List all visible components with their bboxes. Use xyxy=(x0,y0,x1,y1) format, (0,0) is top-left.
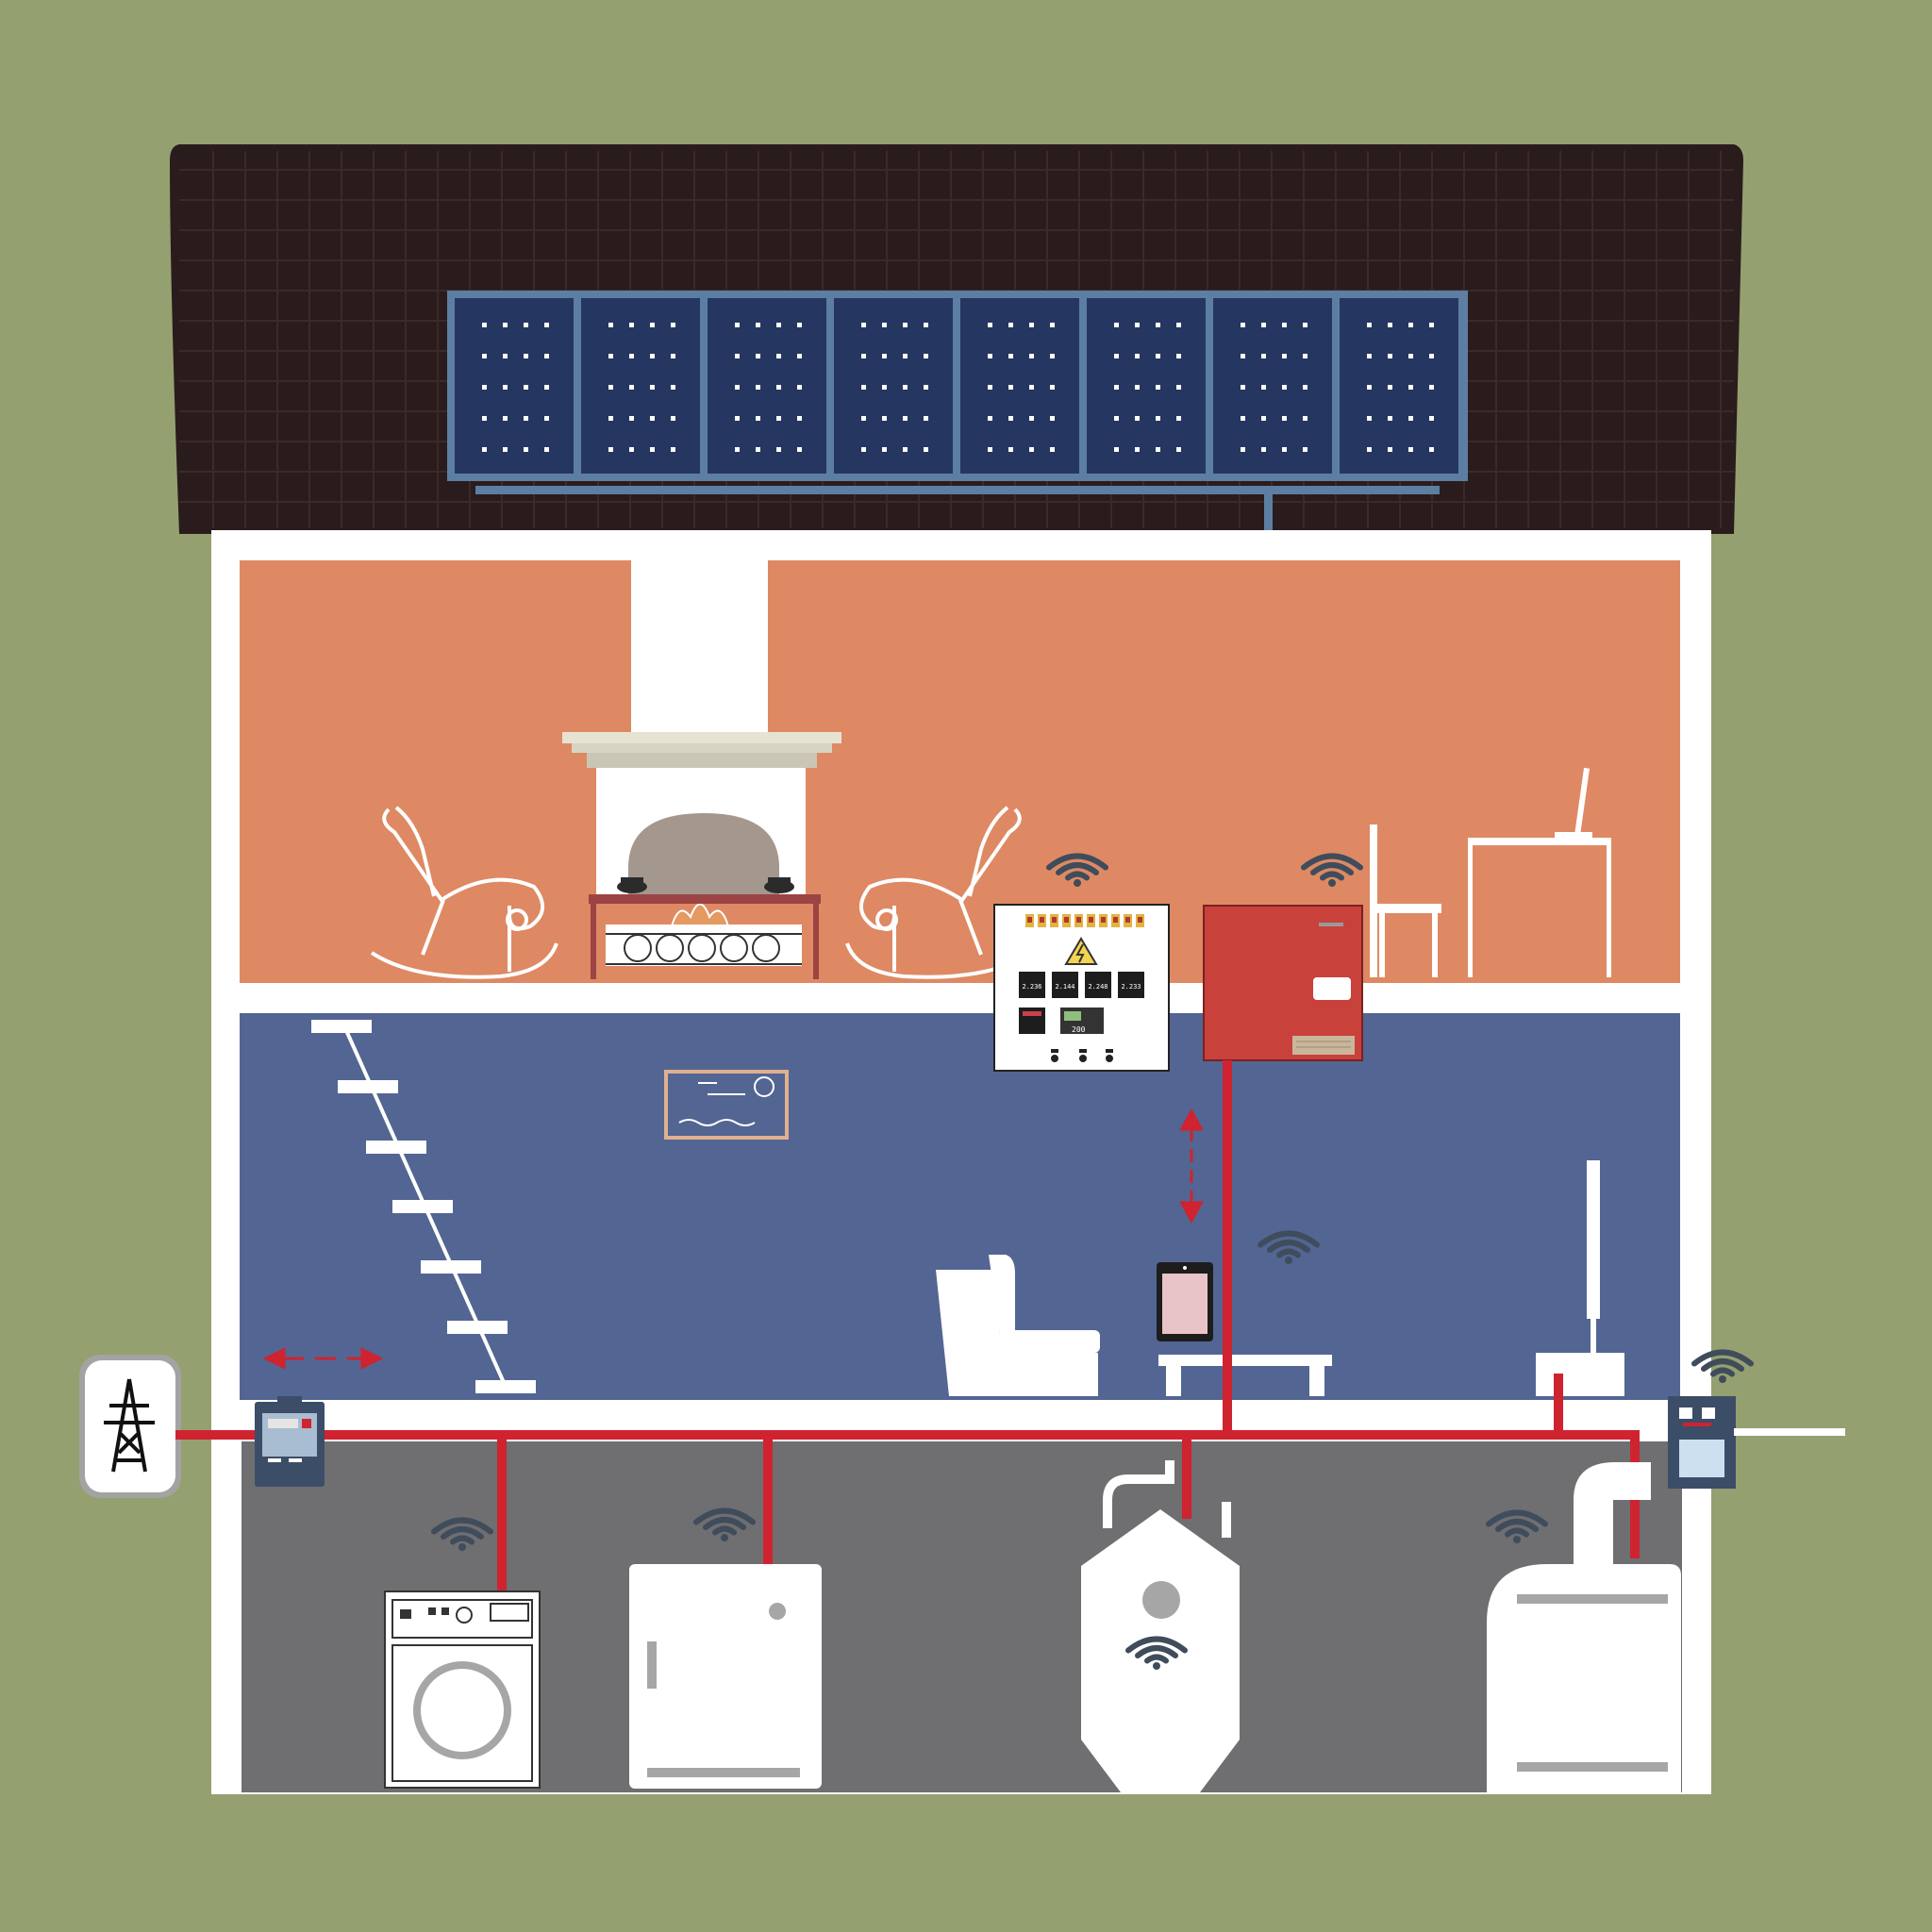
readout-1: 2.236 xyxy=(1019,972,1045,998)
breaker-switch xyxy=(1038,914,1046,927)
readout-2: 2.144 xyxy=(1052,972,1078,998)
readout-3: 2.248 xyxy=(1085,972,1111,998)
breaker-switch xyxy=(1099,914,1108,927)
breaker-switch xyxy=(1025,914,1034,927)
breaker-switch xyxy=(1124,914,1132,927)
solar-panel xyxy=(1087,298,1206,474)
chimney xyxy=(631,560,768,749)
svg-text:200: 200 xyxy=(1072,1025,1086,1034)
power-pylon-icon xyxy=(104,1378,155,1473)
svg-text:2.144: 2.144 xyxy=(1055,983,1074,991)
solar-panel xyxy=(455,298,574,474)
floor-lamp xyxy=(1536,1160,1624,1396)
wifi-icon xyxy=(1257,1230,1320,1264)
vertical-arrow xyxy=(1179,1108,1204,1224)
solar-panel xyxy=(1213,298,1332,474)
breaker-switch xyxy=(1050,914,1058,927)
grid-connection xyxy=(79,1355,181,1498)
wifi-icon xyxy=(1046,853,1108,887)
breaker-switch xyxy=(1062,914,1071,927)
washing-machine xyxy=(384,1591,541,1789)
coffee-cup-icon xyxy=(764,877,794,893)
rocking-chair-left xyxy=(370,806,558,979)
fireplace xyxy=(562,732,841,979)
solar-array xyxy=(447,291,1468,906)
breaker-switch xyxy=(1087,914,1095,927)
solar-panel xyxy=(960,298,1079,474)
refrigerator xyxy=(629,1564,822,1789)
external-grid-line xyxy=(1734,1428,1845,1436)
high-voltage-warning-icon xyxy=(1064,937,1098,965)
desk-chair xyxy=(1370,824,1441,977)
inverter xyxy=(1203,905,1363,1061)
breaker-switch xyxy=(1074,914,1083,927)
armchair xyxy=(936,1255,1100,1396)
svg-text:2.233: 2.233 xyxy=(1121,983,1141,991)
solar-panel xyxy=(708,298,826,474)
svg-text:2.248: 2.248 xyxy=(1088,983,1108,991)
breaker-switch xyxy=(1136,914,1144,927)
wifi-icon xyxy=(693,1507,756,1541)
coffee-cup-icon xyxy=(617,877,647,893)
solar-panel xyxy=(1340,298,1458,474)
smart-meter xyxy=(1668,1396,1736,1489)
readout-4: 2.233 xyxy=(1118,972,1144,998)
solar-mount-rail xyxy=(475,486,1440,494)
wifi-icon xyxy=(1691,1349,1754,1383)
clock-display: 200 xyxy=(1060,1008,1104,1034)
control-panel: 2.236 2.144 2.248 2.233 200 xyxy=(993,904,1170,1072)
horizontal-arrow xyxy=(262,1347,384,1370)
coffee-table xyxy=(1158,1355,1332,1396)
staircase xyxy=(311,1020,536,1393)
wifi-icon xyxy=(431,1517,493,1551)
svg-text:2.236: 2.236 xyxy=(1022,983,1041,991)
boiler xyxy=(1487,1462,1681,1792)
wifi-icon xyxy=(1486,1509,1548,1543)
upper-room xyxy=(240,560,1680,983)
tablet-icon[interactable] xyxy=(1157,1262,1213,1341)
solar-panel xyxy=(581,298,700,474)
electricity-meter-icon xyxy=(255,1396,325,1487)
wifi-icon xyxy=(1301,853,1363,887)
wifi-icon xyxy=(1125,1636,1188,1670)
breaker-switch xyxy=(1111,914,1120,927)
wall-painting xyxy=(664,1070,789,1140)
solar-panel xyxy=(834,298,953,474)
desk xyxy=(1468,767,1611,977)
laptop xyxy=(1574,767,1590,837)
